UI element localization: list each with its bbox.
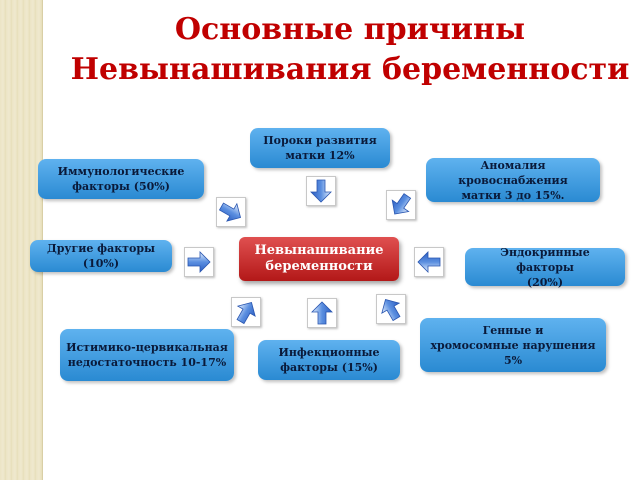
arrow-up-icon	[307, 298, 337, 328]
page-title: Основные причины Невынашивания беременно…	[60, 10, 640, 90]
arrow-down-right-icon	[216, 197, 246, 227]
factor-label: Аномалия кровоснабжения	[458, 158, 568, 187]
factor-label: факторы (50%)	[72, 180, 170, 193]
center-line-1: Невынашивание	[254, 243, 384, 258]
arrow-down-left-icon	[386, 190, 416, 220]
center-line-2: беременности	[265, 259, 373, 274]
factor-label: Истимико-цервикальная	[66, 341, 228, 354]
factor-endocrine: Эндокринные факторы(20%)	[465, 245, 625, 289]
arrow-up-left-icon	[376, 294, 406, 324]
factor-label: Иммунологические	[57, 165, 185, 178]
factor-label: хромосомные нарушения 5%	[430, 338, 596, 367]
arrow-right-icon	[184, 247, 214, 277]
factor-label: Инфекционные	[278, 346, 380, 359]
factor-label: матки 3 до 15%.	[461, 188, 565, 202]
factor-label: факторы (15%)	[280, 361, 378, 374]
factor-label: Генные и	[482, 323, 544, 337]
factor-infectious: Инфекционные факторы (15%)	[258, 340, 400, 380]
factor-cervical: Истимико-цервикальная недостаточность 10-…	[60, 329, 234, 381]
factor-label: Пороки развития	[263, 134, 377, 147]
factor-label: недостаточность 10-17%	[67, 356, 227, 369]
factor-other: Другие факторы (10%)	[30, 240, 172, 272]
factor-label: Другие факторы (10%)	[46, 242, 156, 270]
factor-label: матки 12%	[285, 149, 355, 162]
title-line-2: Невынашивания беременности	[70, 52, 630, 87]
arrow-left-icon	[414, 247, 444, 277]
arrow-up-right-icon	[231, 297, 261, 327]
arrow-down-icon	[306, 176, 336, 206]
title-line-1: Основные причины	[174, 12, 526, 47]
factor-label: Эндокринные факторы	[500, 245, 590, 274]
factor-label: (20%)	[526, 275, 564, 289]
factor-uterine-malformations: Пороки развития матки 12%	[250, 128, 390, 168]
factor-immunological: Иммунологические факторы (50%)	[38, 159, 204, 199]
